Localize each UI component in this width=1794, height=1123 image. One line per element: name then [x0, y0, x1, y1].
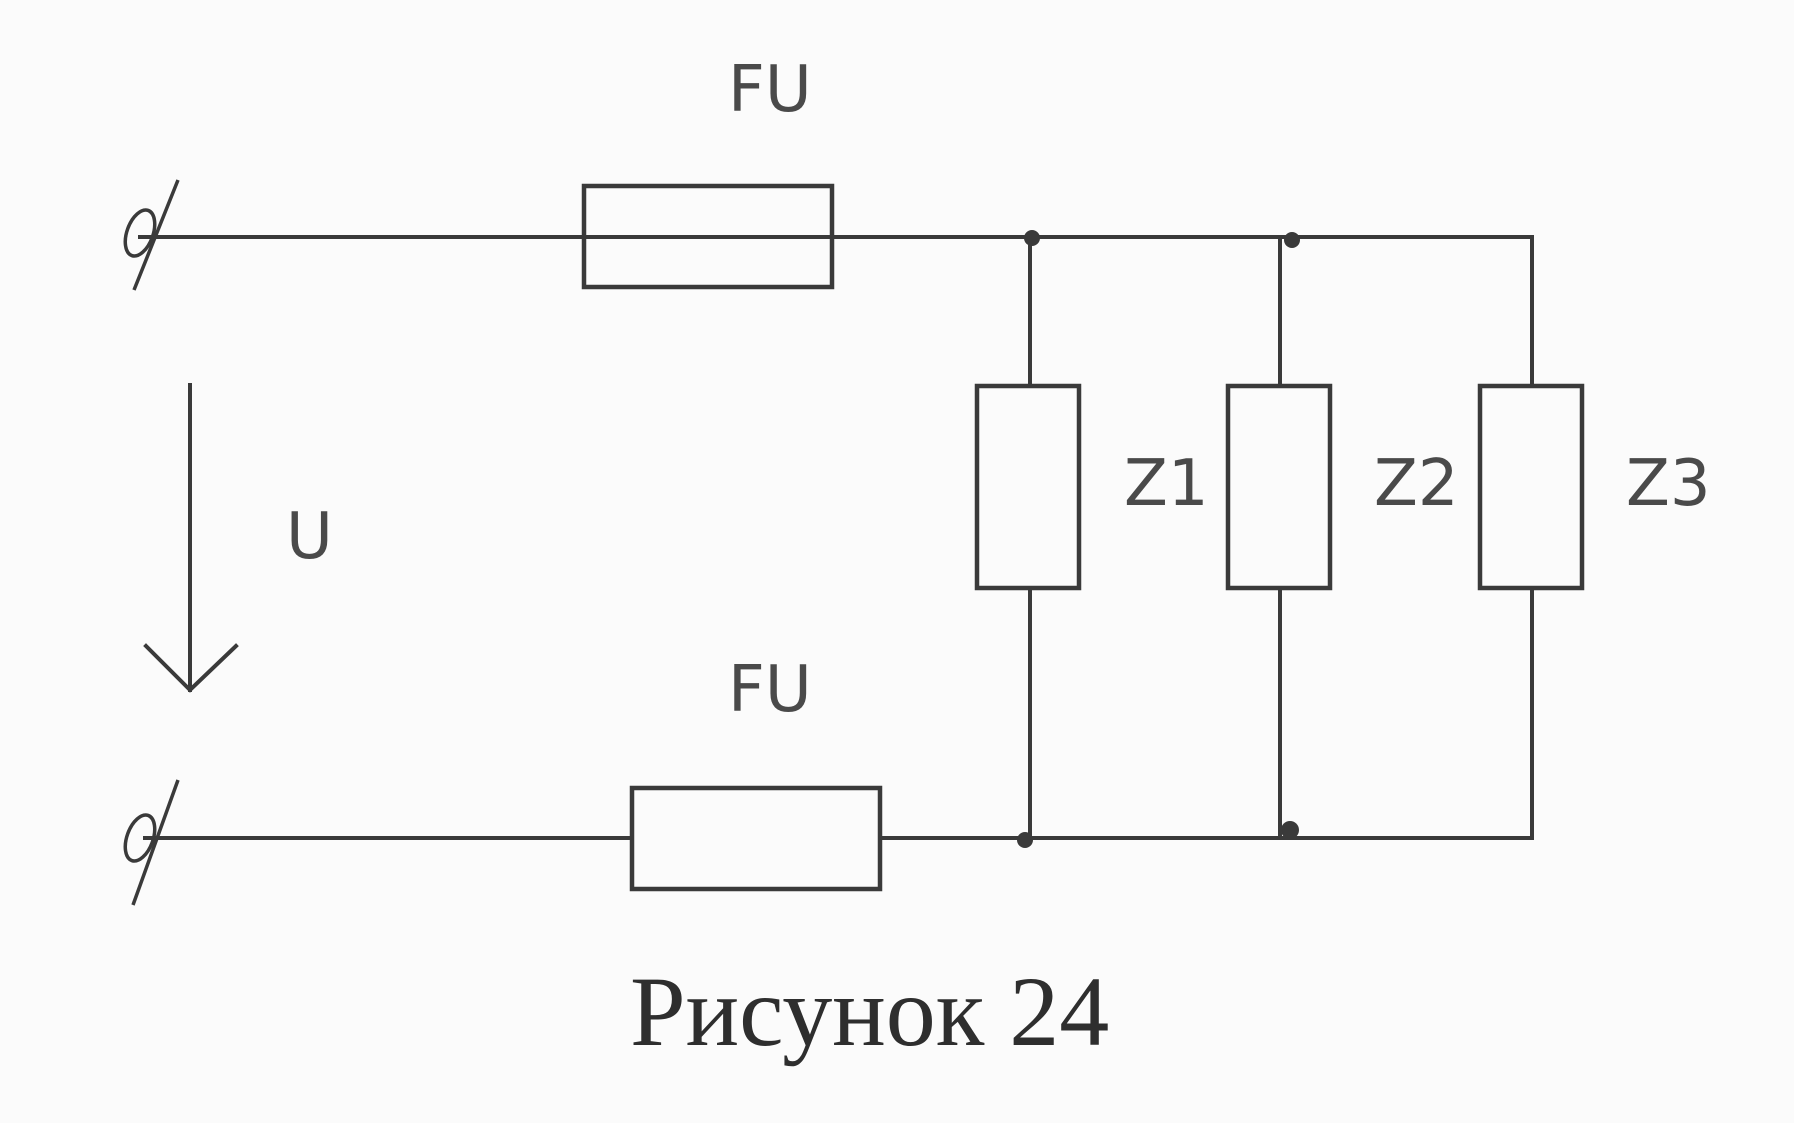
- impedance-z2: [1225, 383, 1333, 591]
- terminal-bottom: [123, 779, 180, 906]
- terminal-top: [123, 179, 180, 291]
- figure-caption: Рисунок 24: [630, 956, 1110, 1067]
- fuse-bottom: [629, 785, 883, 892]
- voltage-arrow: [143, 383, 239, 693]
- junction-node: [1024, 230, 1040, 246]
- z2-label: Z2: [1374, 447, 1459, 521]
- voltage-label: U: [286, 500, 333, 574]
- junction-node: [1284, 232, 1300, 248]
- z3-label: Z3: [1626, 447, 1711, 521]
- impedance-z3: [1477, 383, 1585, 591]
- junction-node: [1281, 821, 1299, 839]
- junction-node: [1017, 832, 1033, 848]
- z1-label: Z1: [1124, 447, 1209, 521]
- fuse-bottom-label: FU: [728, 653, 812, 727]
- fuse-top-label: FU: [728, 53, 812, 127]
- impedance-z1: [974, 383, 1082, 591]
